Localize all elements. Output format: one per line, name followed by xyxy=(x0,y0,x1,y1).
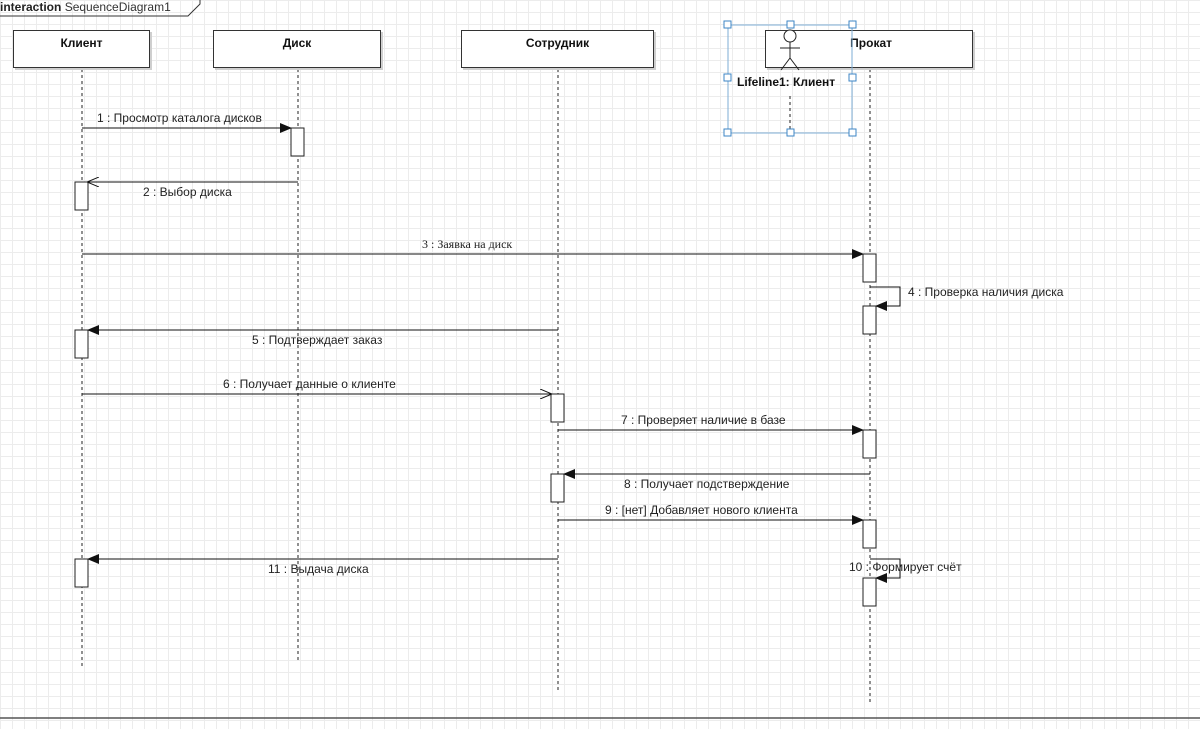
lifeline-disk-label: Диск xyxy=(282,36,312,50)
activation-employee-2[interactable] xyxy=(550,473,565,503)
message-1-label: 1 : Просмотр каталога дисков xyxy=(97,111,262,125)
message-5-label: 5 : Подтверждает заказ xyxy=(252,333,383,347)
activation-rental-4[interactable] xyxy=(862,519,877,549)
message-4-arrow[interactable] xyxy=(870,286,901,311)
frame-tab-outline xyxy=(0,0,201,17)
activation-rental-3[interactable] xyxy=(862,429,877,459)
activation-rental-5[interactable] xyxy=(862,577,877,607)
activation-client-1[interactable] xyxy=(74,181,89,211)
frame-tab[interactable]: interaction SequenceDiagram1 xyxy=(0,0,190,15)
message-9-label: 9 : [нет] Добавляет нового клиента xyxy=(605,503,798,517)
lifeline-employee-head[interactable]: Сотрудник xyxy=(461,30,654,68)
message-11-label: 11 : Выдача диска xyxy=(268,562,369,576)
activation-employee-1[interactable] xyxy=(550,393,565,423)
message-4-label: 4 : Проверка наличия диска xyxy=(908,285,1064,299)
message-6-label: 6 : Получает данные о клиенте xyxy=(223,377,396,391)
activation-rental-2[interactable] xyxy=(862,305,877,335)
message-2-label: 2 : Выбор диска xyxy=(143,185,232,199)
frame-name: SequenceDiagram1 xyxy=(64,0,171,14)
lifeline-client-head[interactable]: Клиент xyxy=(13,30,150,68)
message-3-label: 3 : Заявка на диск xyxy=(422,237,513,251)
frame-keyword: interaction xyxy=(0,0,62,14)
lifeline-rental-head[interactable]: Прокат xyxy=(765,30,973,68)
actor-label[interactable]: Lifeline1: Клиент xyxy=(737,75,836,89)
activation-rental-1[interactable] xyxy=(862,253,877,283)
lifeline-client-label: Клиент xyxy=(60,36,103,50)
lifeline-employee-label: Сотрудник xyxy=(525,36,590,50)
activation-client-3[interactable] xyxy=(74,558,89,588)
activation-client-2[interactable] xyxy=(74,329,89,359)
message-10-arrow[interactable] xyxy=(870,558,901,583)
activation-disk-1[interactable] xyxy=(290,127,305,157)
message-8-label: 8 : Получает подстверждение xyxy=(624,477,790,491)
message-7-label: 7 : Проверяет наличие в базе xyxy=(621,413,786,427)
message-10-label: 10 : Формирует счёт xyxy=(849,560,962,574)
lifeline-disk-head[interactable]: Диск xyxy=(213,30,381,68)
lifeline-rental-label: Прокат xyxy=(850,36,892,50)
